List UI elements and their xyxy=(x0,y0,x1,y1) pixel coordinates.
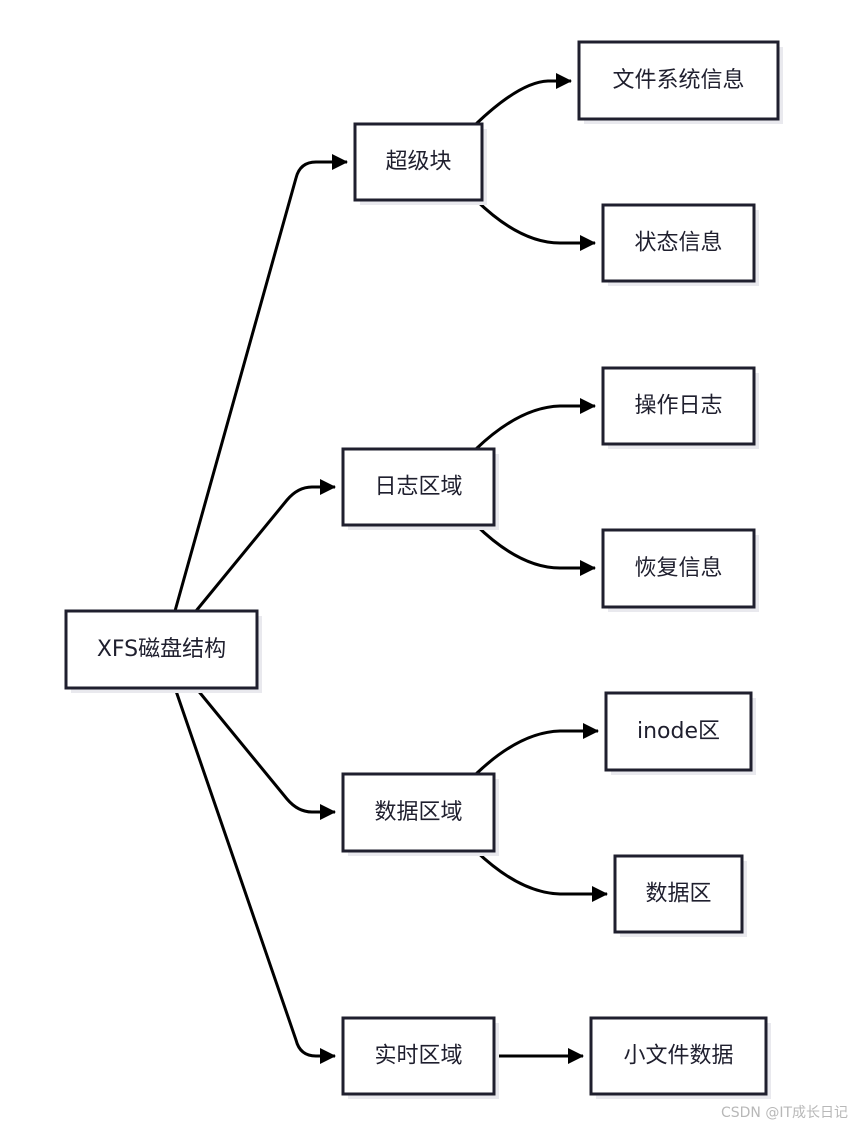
node-box xyxy=(577,40,780,121)
edge-root-to-log xyxy=(194,479,336,612)
node-stateinfo[interactable]: 状态信息 xyxy=(601,203,759,286)
node-box xyxy=(341,1016,496,1096)
node-realtime[interactable]: 实时区域 xyxy=(341,1016,499,1099)
node-label: XFS磁盘结构 xyxy=(97,637,226,662)
node-label: inode区 xyxy=(637,719,720,744)
node-box xyxy=(64,609,259,690)
node-dataarea[interactable]: 数据区 xyxy=(613,854,747,937)
edge-root-to-superblock xyxy=(173,154,348,612)
node-label: 操作日志 xyxy=(634,394,722,419)
edge-superblock-to-fsinfo xyxy=(474,73,572,126)
node-superblock[interactable]: 超级块 xyxy=(353,122,487,205)
node-fsinfo[interactable]: 文件系统信息 xyxy=(577,40,783,124)
node-box xyxy=(613,854,744,934)
node-label: 状态信息 xyxy=(634,231,722,256)
node-box xyxy=(353,122,484,202)
node-label: 数据区域 xyxy=(374,800,462,825)
node-label: 小文件数据 xyxy=(623,1044,733,1069)
node-label: 日志区域 xyxy=(374,475,462,500)
node-box xyxy=(604,691,753,772)
node-root[interactable]: XFS磁盘结构 xyxy=(64,609,262,693)
node-box xyxy=(601,528,756,609)
node-smallfile[interactable]: 小文件数据 xyxy=(589,1016,771,1099)
node-box xyxy=(601,203,756,283)
edge-root-to-data xyxy=(194,687,336,820)
node-data[interactable]: 数据区域 xyxy=(341,772,499,856)
edge-log-to-recovery xyxy=(474,523,596,576)
edge-data-to-dataarea xyxy=(474,849,608,902)
node-recovery[interactable]: 恢复信息 xyxy=(601,528,759,612)
node-box xyxy=(341,447,496,527)
edge-root-to-realtime xyxy=(173,687,336,1064)
node-box xyxy=(601,366,756,446)
node-log[interactable]: 日志区域 xyxy=(341,447,499,530)
edges-layer xyxy=(173,73,608,1064)
edge-data-to-inode xyxy=(474,723,599,776)
node-inode[interactable]: inode区 xyxy=(604,691,756,775)
node-label: 超级块 xyxy=(385,150,451,175)
node-label: 实时区域 xyxy=(374,1044,462,1069)
node-oplog[interactable]: 操作日志 xyxy=(601,366,759,449)
node-label: 文件系统信息 xyxy=(612,68,744,93)
node-box xyxy=(341,772,496,853)
watermark: CSDN @IT成长日记 xyxy=(720,1105,848,1121)
node-label: 数据区 xyxy=(645,882,711,907)
node-label: 恢复信息 xyxy=(634,556,722,581)
edge-log-to-oplog xyxy=(474,398,596,451)
edge-superblock-to-stateinfo xyxy=(474,198,596,251)
node-box xyxy=(589,1016,768,1096)
